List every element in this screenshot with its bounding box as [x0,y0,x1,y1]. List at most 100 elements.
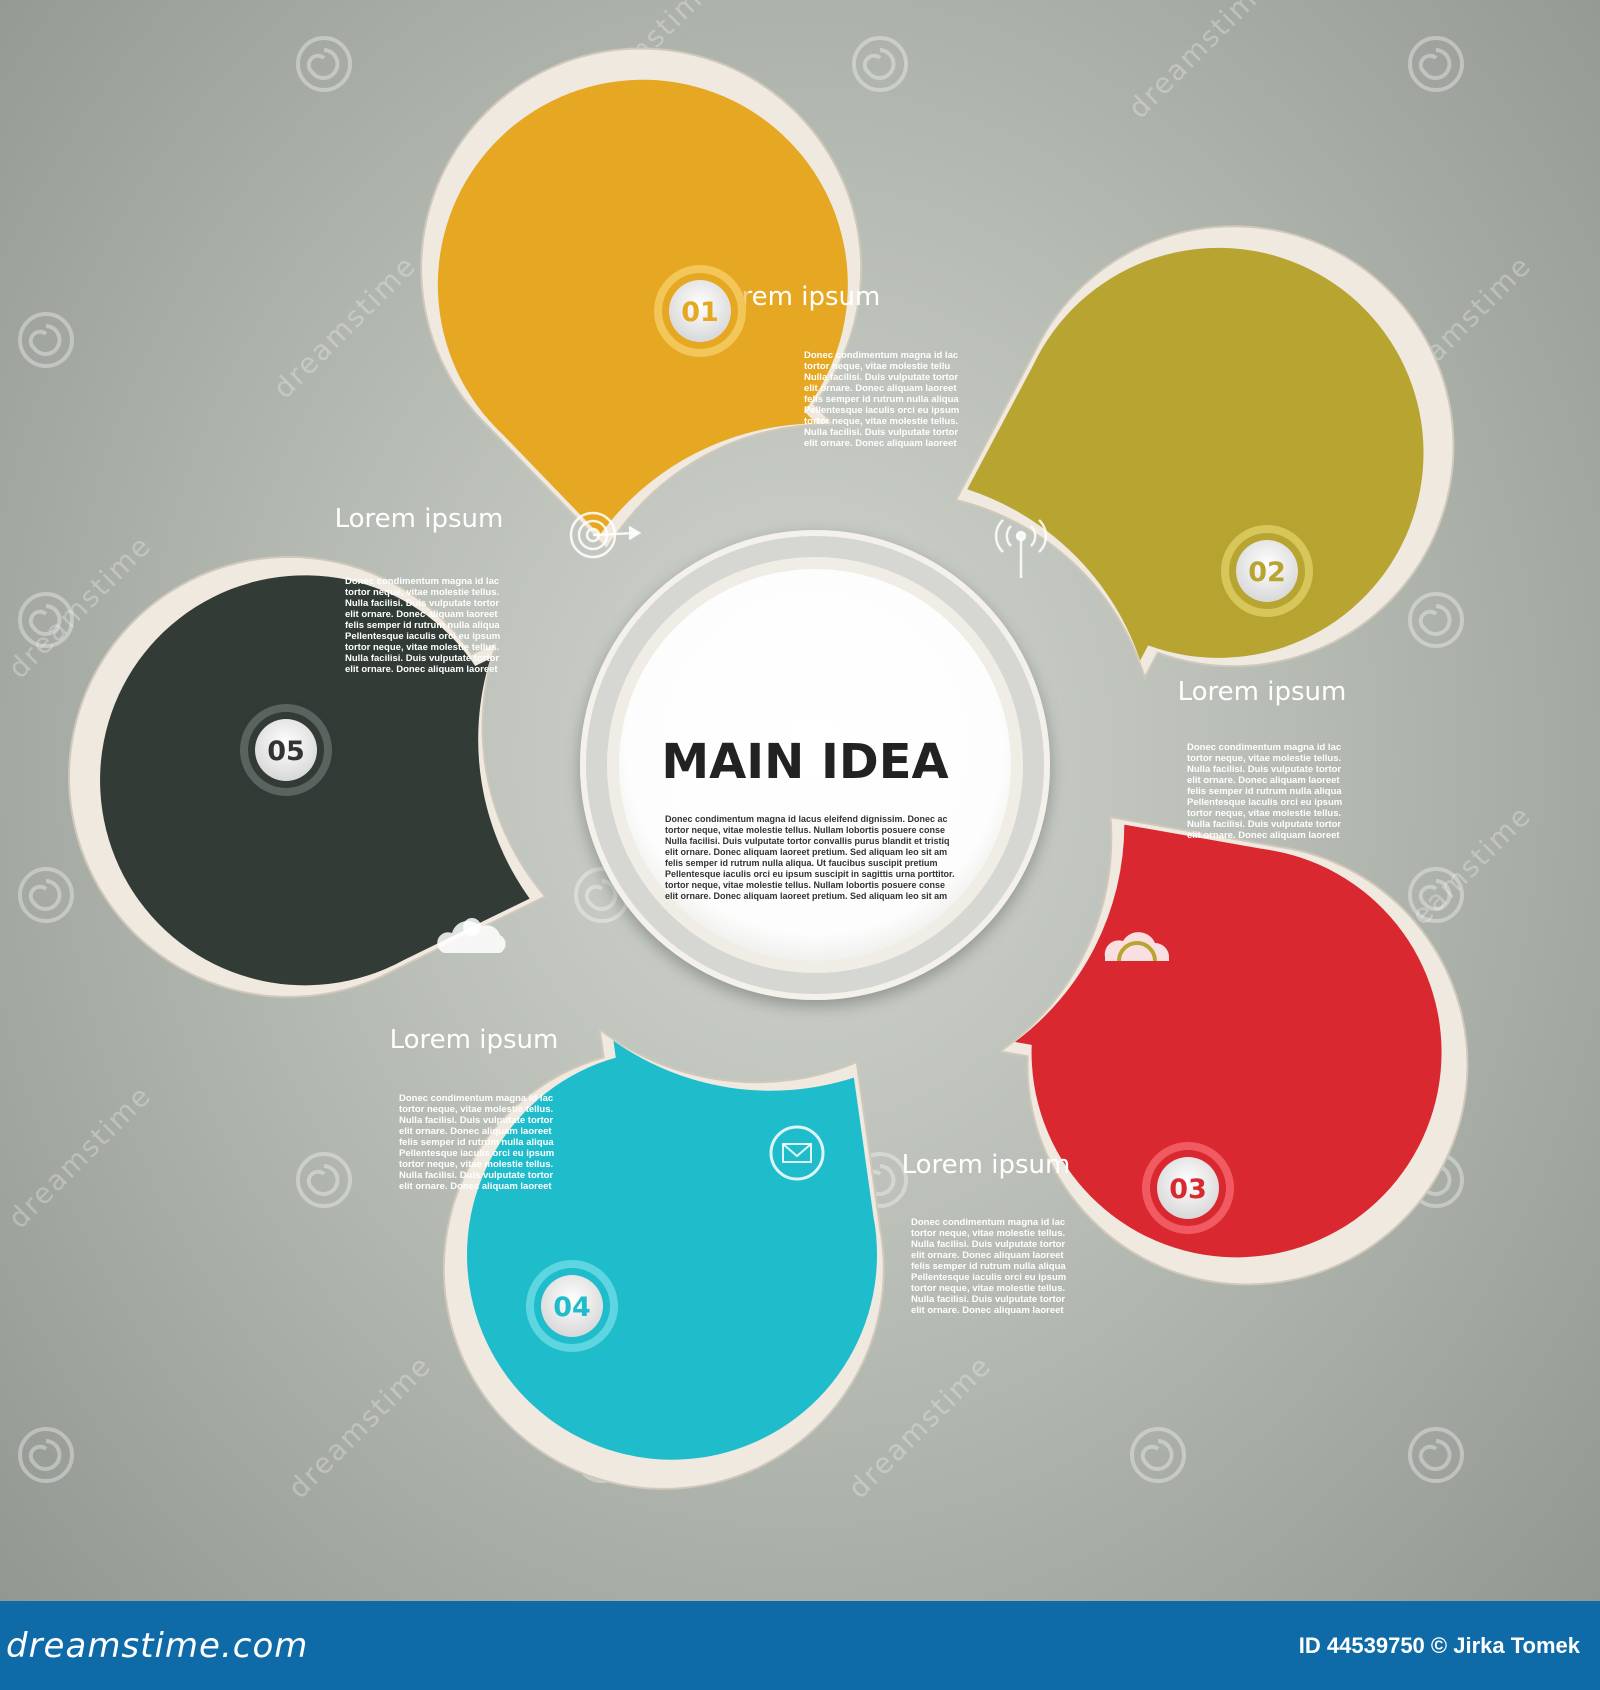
main-idea-body-line: felis semper id rutrum nulla aliqua. Ut … [665,858,938,868]
segment-03-body-line: elit ornare. Donec aliquam laoreet [911,1250,1064,1261]
segment-05-badge[interactable]: 05 [234,698,338,802]
segment-02-body-line: felis semper id rutrum nulla aliqua [1187,786,1342,797]
segment-03-title: Lorem ipsum [902,1150,1071,1180]
segment-04-body-line: tortor neque, vitae molestie tellus. [399,1104,553,1115]
segment-05-body-line: tortor neque, vitae molestie tellus. [345,587,499,598]
segment-01-body-line: felis semper id rutrum nulla aliqua [804,394,959,405]
main-idea-body-line: Pellentesque iaculis orci eu ipsum susci… [665,869,955,879]
segment-01-body-line: Pellentesque iaculis orci eu ipsum [804,405,959,416]
segment-05-body-line: Nulla facilisi. Duis vulputate tortor [345,653,499,664]
segment-02-body-line: Donec condimentum magna id lac [1187,742,1341,753]
cycle-diagram: dreamstime dreamstime dreamstime dreamstime… [2,0,1502,1518]
watermark-logo-icon [1408,1427,1464,1483]
watermark-logo-icon [1408,36,1464,92]
segment-03-body-line: Nulla facilisi. Duis vulputate tortor [911,1239,1065,1250]
segment-03-body-line: tortor neque, vitae molestie tellus. [911,1283,1065,1294]
segment-05-body-line: elit ornare. Donec aliquam laoreet [345,609,498,620]
segment-02-badge[interactable]: 02 [1215,519,1319,623]
watermark-text: dreamstime [842,1349,998,1505]
footer-credit: ID 44539750 © Jirka Tomek [1298,1632,1580,1658]
segment-02-body-line: elit ornare. Donec aliquam laoreet [1187,830,1340,841]
segment-04-number: 04 [553,1292,591,1323]
segment-03-body-line: Pellentesque iaculis orci eu ipsum [911,1272,1066,1283]
segment-02-body-line: tortor neque, vitae molestie tellus. [1187,808,1341,819]
segment-03-body-line: Nulla facilisi. Duis vulputate tortor [911,1294,1065,1305]
segment-05-number: 05 [267,736,305,767]
segment-03-body-line: felis semper id rutrum nulla aliqua [911,1261,1066,1272]
center-ring-rim [580,530,1050,1000]
segment-01-badge[interactable]: 01 [648,259,752,363]
segment-02-body-line: Nulla facilisi. Duis vulputate tortor [1187,764,1341,775]
segment-04-body-line: felis semper id rutrum nulla aliqua [399,1137,554,1148]
segment-01-body-line: Nulla facilisi. Duis vulputate tortor [804,372,958,383]
segment-03-body-line: elit ornare. Donec aliquam laoreet [911,1305,1064,1316]
segment-04-body-line: Nulla facilisi. Duis vulputate tortor [399,1115,553,1126]
segment-04-body-line: Pellentesque iaculis orci eu ipsum [399,1148,554,1159]
watermark-logo-icon [296,36,352,92]
envelope-icon [769,1125,825,1181]
segment-04-title: Lorem ipsum [390,1025,559,1055]
segment-04[interactable] [412,995,913,1518]
segment-05-body-line: Nulla facilisi. Duis vulputate tortor [345,598,499,609]
watermark-logo-icon [18,1427,74,1483]
watermark-text: dreamstime [282,1349,438,1505]
watermark-logo-icon [18,592,74,648]
main-idea-body-line: tortor neque, vitae molestie tellus. Nul… [665,880,945,890]
segment-04-body-line: elit ornare. Donec aliquam laoreet [399,1126,552,1137]
segment-01-number: 01 [681,297,719,328]
watermark-logo-icon [852,36,908,92]
main-idea-body-line: elit ornare. Donec aliquam laoreet preti… [665,891,947,901]
segment-03-body-line: tortor neque, vitae molestie tellus. [911,1228,1065,1239]
segment-05-body-line: tortor neque, vitae molestie tellus. [345,642,499,653]
segment-02-body-line: tortor neque, vitae molestie tellus. [1187,753,1341,764]
watermark-logo-icon [1130,1427,1186,1483]
main-idea-title: MAIN IDEA [661,734,948,790]
segment-05-body-line: elit ornare. Donec aliquam laoreet [345,664,498,675]
sun-cloud-icon [437,918,506,953]
segment-03[interactable] [967,805,1502,1319]
segment-04-badge[interactable]: 04 [520,1254,624,1358]
watermark-logo-icon [18,312,74,368]
watermark-logo-icon [18,867,74,923]
center-circle[interactable] [619,569,1011,961]
segment-04-body-line: elit ornare. Donec aliquam laoreet [399,1181,552,1192]
watermark-logo-icon [1408,867,1464,923]
footer-brand[interactable]: dreamstime.com [6,1625,309,1666]
segment-02-title: Lorem ipsum [1178,677,1347,707]
segment-01-body-line: elit ornare. Donec aliquam laoreet [804,438,957,449]
segment-01-body-line: tortor neque, vitae molestie tellus. [804,416,958,427]
segment-01[interactable] [330,0,970,598]
watermark-logo-icon [1408,592,1464,648]
segment-01-body-line: tortor neque, vitae molestie tellu [804,361,950,372]
segment-05-title: Lorem ipsum [335,504,504,534]
segment-04-body-line: Nulla facilisi. Duis vulputate tortor [399,1170,553,1181]
segment-02-body-line: Nulla facilisi. Duis vulputate tortor [1187,819,1341,830]
segment-01-body-line: Nulla facilisi. Duis vulputate tortor [804,427,958,438]
watermark-text: dreamstime [267,249,423,405]
segment-01-body-line: Donec condimentum magna id lac [804,350,958,361]
footer-bar: dreamstime.com ID 44539750 © Jirka Tomek [0,1601,1600,1690]
segment-05-body-line: Donec condimentum magna id lac [345,576,499,587]
main-idea-body-line: Nulla facilisi. Duis vulputate tortor co… [665,836,950,846]
segment-02-number: 02 [1248,557,1286,588]
main-idea-body: Donec condimentum magna id lacus eleifen… [665,814,955,901]
watermark-logo-icon [296,1152,352,1208]
segment-01-body-line: elit ornare. Donec aliquam laoreet [804,383,957,394]
segment-03-number: 03 [1169,1174,1207,1205]
main-idea-body-line: tortor neque, vitae molestie tellus. Nul… [665,825,945,835]
segment-02-body-line: elit ornare. Donec aliquam laoreet [1187,775,1340,786]
segment-03-badge[interactable]: 03 [1136,1136,1240,1240]
main-idea-body-line: elit ornare. Donec aliquam laoreet preti… [665,847,947,857]
watermark-text: dreamstime [1122,0,1278,125]
segment-05-body-line: Pellentesque iaculis orci eu ipsum [345,631,500,642]
watermark-text: dreamstime [2,1079,158,1235]
sunrise-icon [1104,932,1169,962]
main-idea-body-line: Donec condimentum magna id lacus eleifen… [665,814,948,824]
segment-04-body-line: tortor neque, vitae molestie tellus. [399,1159,553,1170]
segment-05-body-line: felis semper id rutrum nulla aliqua [345,620,500,631]
